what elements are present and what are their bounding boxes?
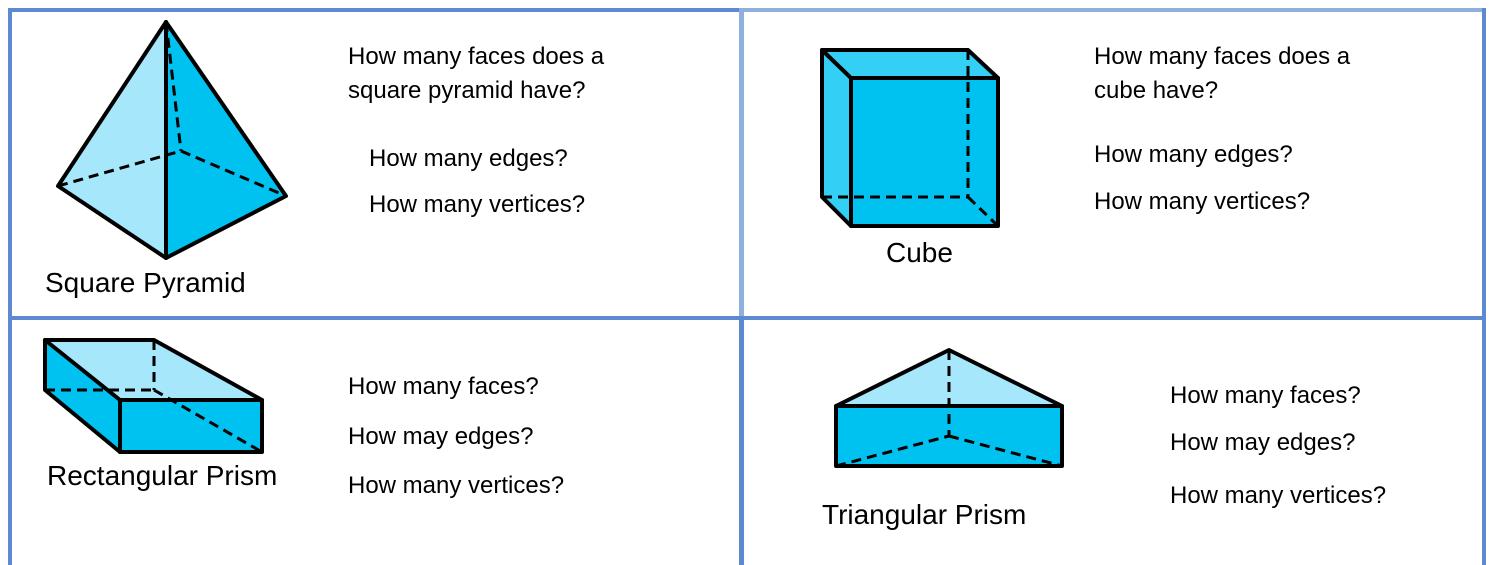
question-text: How many faces does a [348, 43, 605, 70]
question-text: cube have? [1094, 77, 1219, 104]
question-text: How many faces? [348, 373, 539, 400]
question-text: How may edges? [348, 423, 534, 450]
question-text: How many faces? [1170, 382, 1361, 409]
grid-center-divider-top [739, 8, 744, 317]
shape-label: Square Pyramid [45, 267, 246, 298]
question-text: How may edges? [1170, 429, 1356, 456]
shape-label: Cube [886, 237, 953, 268]
grid-left-border [8, 8, 12, 565]
question-text: How many faces does a [1094, 43, 1351, 70]
grid-top-border-right [744, 8, 1486, 12]
shape-label: Rectangular Prism [47, 460, 278, 491]
question-text: How many vertices? [1170, 482, 1387, 509]
shape-label: Triangular Prism [822, 499, 1027, 530]
question-text: How many edges? [1094, 141, 1293, 168]
question-text: How many vertices? [369, 191, 586, 218]
grid-middle-divider [8, 316, 1486, 320]
grid-right-border [1482, 8, 1486, 565]
question-text: How many vertices? [1094, 188, 1311, 215]
cube-icon [820, 48, 1000, 228]
grid-center-divider-bottom [739, 317, 744, 565]
question-text: square pyramid have? [348, 77, 586, 104]
triangular-prism-icon [834, 348, 1064, 468]
rectangular-prism-icon [43, 338, 264, 454]
question-text: How many vertices? [348, 472, 565, 499]
question-text: How many edges? [369, 145, 568, 172]
square-pyramid-icon [56, 20, 288, 260]
